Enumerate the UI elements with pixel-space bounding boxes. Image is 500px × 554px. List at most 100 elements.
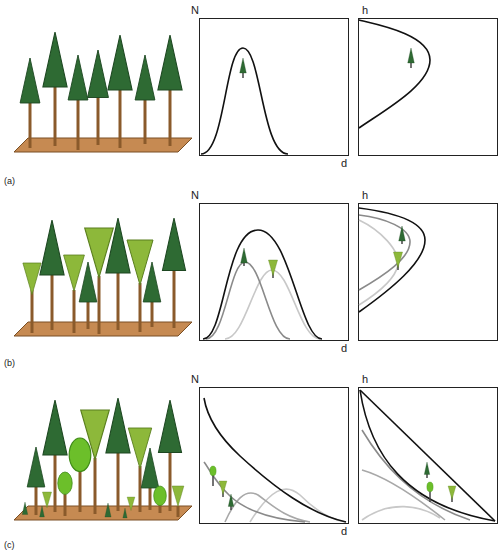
mixed-crowns [143, 262, 161, 302]
species-icons [228, 494, 234, 507]
mixed-crowns [40, 220, 64, 275]
ground-plot [14, 322, 192, 336]
species-icons [210, 466, 216, 476]
uneven-aged-crowns [154, 486, 167, 506]
ground-plot [14, 138, 192, 152]
uneven-aged-crowns [158, 400, 181, 453]
panel-letter: (c) [4, 540, 15, 550]
distribution-curves [201, 48, 288, 154]
species-icons [241, 248, 248, 263]
tree-trunks [94, 458, 97, 514]
axis-label: N [191, 4, 199, 16]
axis-label: N [191, 189, 199, 201]
mixed-crowns [106, 218, 130, 273]
distribution-curves [204, 390, 495, 522]
distribution-curves [201, 20, 430, 154]
species-icons [241, 226, 406, 278]
axis-label: d [341, 342, 347, 354]
axis-label: h [362, 373, 368, 385]
distribution-curves [359, 220, 398, 305]
tree-trunks [54, 85, 57, 146]
tree-trunks [98, 276, 101, 334]
uneven-aged-crowns [22, 502, 28, 515]
species-icons [424, 462, 430, 475]
species-icons [219, 481, 227, 495]
chart-frames [359, 204, 498, 341]
distribution-curves [360, 390, 495, 521]
tree-trunks [151, 300, 154, 327]
tree-trunks [51, 272, 54, 330]
species-icons [399, 226, 406, 241]
distribution-curves [360, 390, 495, 521]
axis-label: d [341, 525, 347, 537]
tree-trunks [177, 506, 180, 517]
axis-label: h [362, 4, 368, 16]
uneven-aged-crowns [43, 400, 67, 455]
tree-trunks [149, 486, 152, 510]
tree-trunks [169, 450, 172, 511]
species-icons [240, 48, 415, 78]
distribution-curves [362, 470, 445, 520]
species-icons [393, 252, 402, 268]
panel-letter: (b) [4, 358, 15, 368]
tree-trunks [87, 300, 90, 329]
tree-trunks [117, 451, 120, 511]
chart-frames [200, 19, 349, 156]
mixed-crowns [162, 218, 185, 271]
ground-plot [14, 322, 192, 336]
uneven-aged-crowns [69, 438, 91, 472]
conifer-crowns [20, 32, 182, 103]
panel-letter: (a) [4, 176, 15, 186]
axis-label: N [191, 373, 199, 385]
conifer-crowns [68, 55, 88, 100]
chart-frames [200, 204, 349, 341]
tree-trunks [31, 290, 34, 333]
conifer-crowns [88, 50, 109, 98]
uneven-aged-crowns [105, 503, 111, 517]
mixed-crowns [23, 263, 41, 295]
distribution-curves [203, 208, 425, 339]
uneven-aged-crowns [40, 506, 45, 517]
distribution-curves [206, 262, 290, 339]
species-icons [240, 58, 247, 73]
tree-trunks [144, 98, 147, 144]
uneven-aged-crowns [22, 398, 184, 518]
species-icons [210, 462, 456, 510]
conifer-crowns [20, 58, 40, 103]
chart-frames [359, 388, 498, 524]
distribution-curves [225, 493, 310, 522]
distribution-curves [225, 270, 320, 339]
uneven-aged-crowns [141, 448, 159, 488]
uneven-aged-crowns [106, 398, 130, 453]
uneven-aged-crowns [42, 492, 51, 508]
axis-label: h [362, 189, 368, 201]
mixed-crowns [23, 218, 186, 302]
tree-trunks [29, 100, 32, 148]
mixed-crowns [79, 262, 97, 302]
species-icons [448, 486, 456, 500]
tree-trunks [173, 268, 176, 328]
distribution-curves [359, 20, 430, 128]
axis-label: d [341, 157, 347, 169]
tree-trunks [54, 453, 57, 512]
uneven-aged-crowns [27, 447, 45, 487]
tree-trunks [139, 283, 142, 332]
tree-trunks [117, 270, 120, 330]
distribution-curves [359, 215, 410, 290]
distribution-curves [204, 398, 346, 522]
conifer-crowns [158, 35, 182, 90]
tree-trunks [169, 88, 172, 146]
ground-plot [14, 506, 192, 520]
tree-trunks [64, 494, 67, 516]
tree-trunks [73, 290, 76, 333]
distribution-curves [203, 230, 322, 339]
tree-trunks [77, 98, 80, 150]
uneven-aged-crowns [127, 497, 135, 511]
ground-plot [14, 138, 192, 152]
mixed-crowns [64, 255, 85, 291]
tree-trunks [79, 470, 82, 512]
tree-trunks [139, 466, 142, 512]
tree-trunks [97, 95, 100, 145]
tree-trunks [119, 88, 122, 148]
species-icons [427, 482, 433, 492]
